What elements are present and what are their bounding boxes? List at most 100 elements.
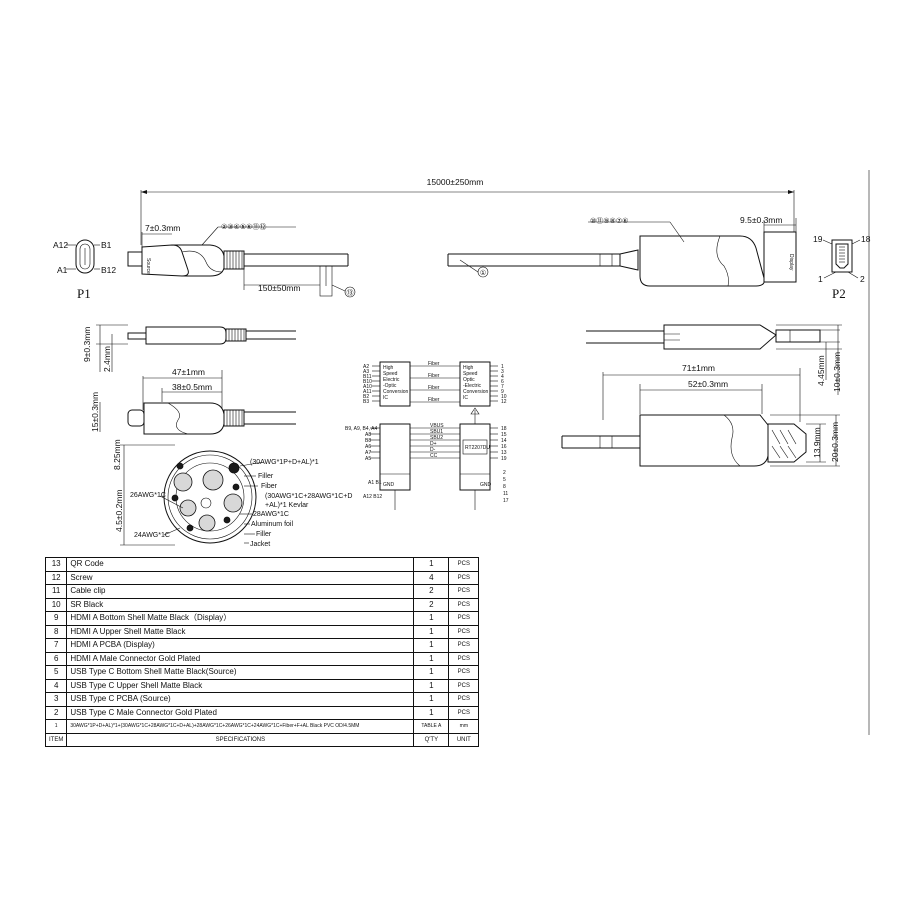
hdmi-side-view: 4.45mm 10±0.3mm (586, 324, 842, 395)
bom-cell-item: 5 (44, 665, 68, 680)
svg-text:13: 13 (501, 450, 507, 456)
bom-cell-qty: 1 (413, 611, 450, 626)
pin-1-label: 1 (818, 274, 823, 284)
hdmi-bottom-view: 71±1mm 52±0.3mm 13.9mm 20±0.3mm (561, 363, 840, 467)
svg-text:2: 2 (503, 470, 506, 476)
cs-label-3: (30AWG*1C+28AWG*1C+D (265, 493, 352, 500)
bom-cell-item: 10 (44, 597, 68, 612)
svg-text:12: 12 (501, 399, 507, 405)
section-a-label: 8.25mm (112, 439, 122, 470)
svg-text:B10: B10 (363, 379, 372, 385)
svg-text:-Optic: -Optic (383, 383, 397, 389)
bom-cell-qty: 1 (413, 692, 450, 707)
cs-label-2: Fiber (261, 483, 278, 490)
bom-cell-spec: 30AWG*1P+D+AL)*1+(30AWG*1C+28AWG*1C+D+AL… (66, 719, 415, 734)
svg-text:Speed: Speed (463, 371, 478, 377)
hdmi-grip-length-label: 52±0.3mm (688, 379, 728, 389)
cs-label-5: 28AWG*1C (253, 511, 289, 518)
pin-18-label: 18 (861, 234, 871, 244)
svg-text:19: 19 (501, 456, 507, 462)
svg-text:IC: IC (383, 395, 388, 401)
bom-cell-item: 4 (44, 678, 68, 693)
bom-cell-item: 2 (44, 705, 68, 720)
chip-label: RT2207DU (465, 445, 490, 451)
svg-text:A12 B12: A12 B12 (363, 494, 382, 500)
bom-cell-item: 6 (44, 651, 68, 666)
svg-text:GND: GND (480, 482, 492, 488)
svg-text:High: High (383, 365, 394, 371)
bom-cell-unit: PCS (448, 665, 480, 680)
svg-text:SBU2: SBU2 (430, 435, 443, 441)
bom-cell-spec: SR Black (66, 597, 415, 612)
svg-text:A5: A5 (365, 456, 371, 462)
bom-cell-unit: PCS (448, 570, 480, 585)
callout-13: ⑬ (347, 289, 354, 297)
section-b-label: 4.5±0.2mm (114, 490, 124, 532)
bom-cell-qty: TABLE A (413, 719, 450, 734)
svg-text:A2: A2 (363, 364, 369, 370)
svg-text:Optic: Optic (463, 377, 475, 383)
bom-cell-unit: PCS (448, 611, 480, 626)
p1-port-face: A12 B1 A1 B12 P1 (53, 239, 116, 301)
bom-cell-unit: PCS (448, 557, 480, 572)
bom-cell-qty: 1 (413, 705, 450, 720)
usbc-plug-length-label: 7±0.3mm (145, 223, 180, 233)
usbc-height-label: 9±0.3mm (82, 327, 92, 362)
bom-cell-item: 7 (44, 638, 68, 653)
usbc-body-length-label: 47±1mm (172, 367, 205, 377)
svg-text:4: 4 (501, 374, 504, 380)
cs-label-1: Filler (258, 473, 274, 480)
svg-text:GND: GND (383, 482, 395, 488)
bom-cell-spec: Screw (66, 570, 415, 585)
svg-text:IC: IC (463, 395, 468, 401)
cable-cross-section: 8.25mm 4.5±0.2mm (112, 439, 257, 546)
usbc-side-view: 9±0.3mm 2.4mm (82, 324, 296, 372)
bom-cell-spec: HDMI A Bottom Shell Matte Black（Display） (66, 611, 415, 626)
svg-text:15: 15 (501, 432, 507, 438)
hdmi-plug-width-label: 13.9mm (812, 427, 822, 458)
bom-cell-unit: PCS (448, 651, 480, 666)
pin-b1-label: B1 (101, 240, 112, 250)
usbc-tip-label: 2.4mm (102, 346, 112, 372)
bom-cell-unit: PCS (448, 584, 480, 599)
left-signal-block (379, 423, 411, 491)
svg-text:SBU1: SBU1 (430, 429, 443, 435)
bom-cell-qty: 1 (413, 624, 450, 639)
svg-text:1: 1 (501, 364, 504, 370)
svg-text:High: High (463, 365, 474, 371)
svg-text:Fiber: Fiber (428, 397, 440, 403)
usbc-width-label: 15±0.3mm (90, 392, 100, 432)
usbc-bottom-view: 47±1mm 38±0.5mm 15±0.3mm (90, 367, 296, 435)
p2-label: P2 (832, 286, 846, 301)
cs-label-6: Aluminum foil (251, 521, 293, 528)
cs-left-label-1: 24AWG*1C (134, 532, 170, 539)
cs-label-7: Filler (256, 531, 272, 538)
bom-cell-unit: PCS (448, 597, 480, 612)
pin-b12-label: B12 (101, 265, 116, 275)
pin-19-label: 19 (813, 234, 823, 244)
bom-cell-spec: USB Type C Upper Shell Matte Black (66, 678, 415, 693)
cs-label-8: Jacket (250, 541, 270, 548)
bom-cell-spec: QR Code (66, 557, 415, 572)
cs-label-4: +AL)*1 Kevlar (265, 502, 309, 509)
bom-cell-spec: HDMI A PCBA (Display) (66, 638, 415, 653)
svg-text:D-: D- (430, 447, 436, 453)
pin-a1-label: A1 (57, 265, 68, 275)
svg-text:A7: A7 (365, 450, 371, 456)
bom-cell-spec: Cable clip (66, 584, 415, 599)
hdmi-plug-length-label: 9.5±0.3mm (740, 215, 782, 225)
cs-left-label-0: 26AWG*1C (130, 492, 166, 499)
svg-text:B3: B3 (363, 399, 369, 405)
bom-cell-unit: PCS (448, 705, 480, 720)
overall-length-dimension: 15000±250mm (140, 177, 795, 245)
